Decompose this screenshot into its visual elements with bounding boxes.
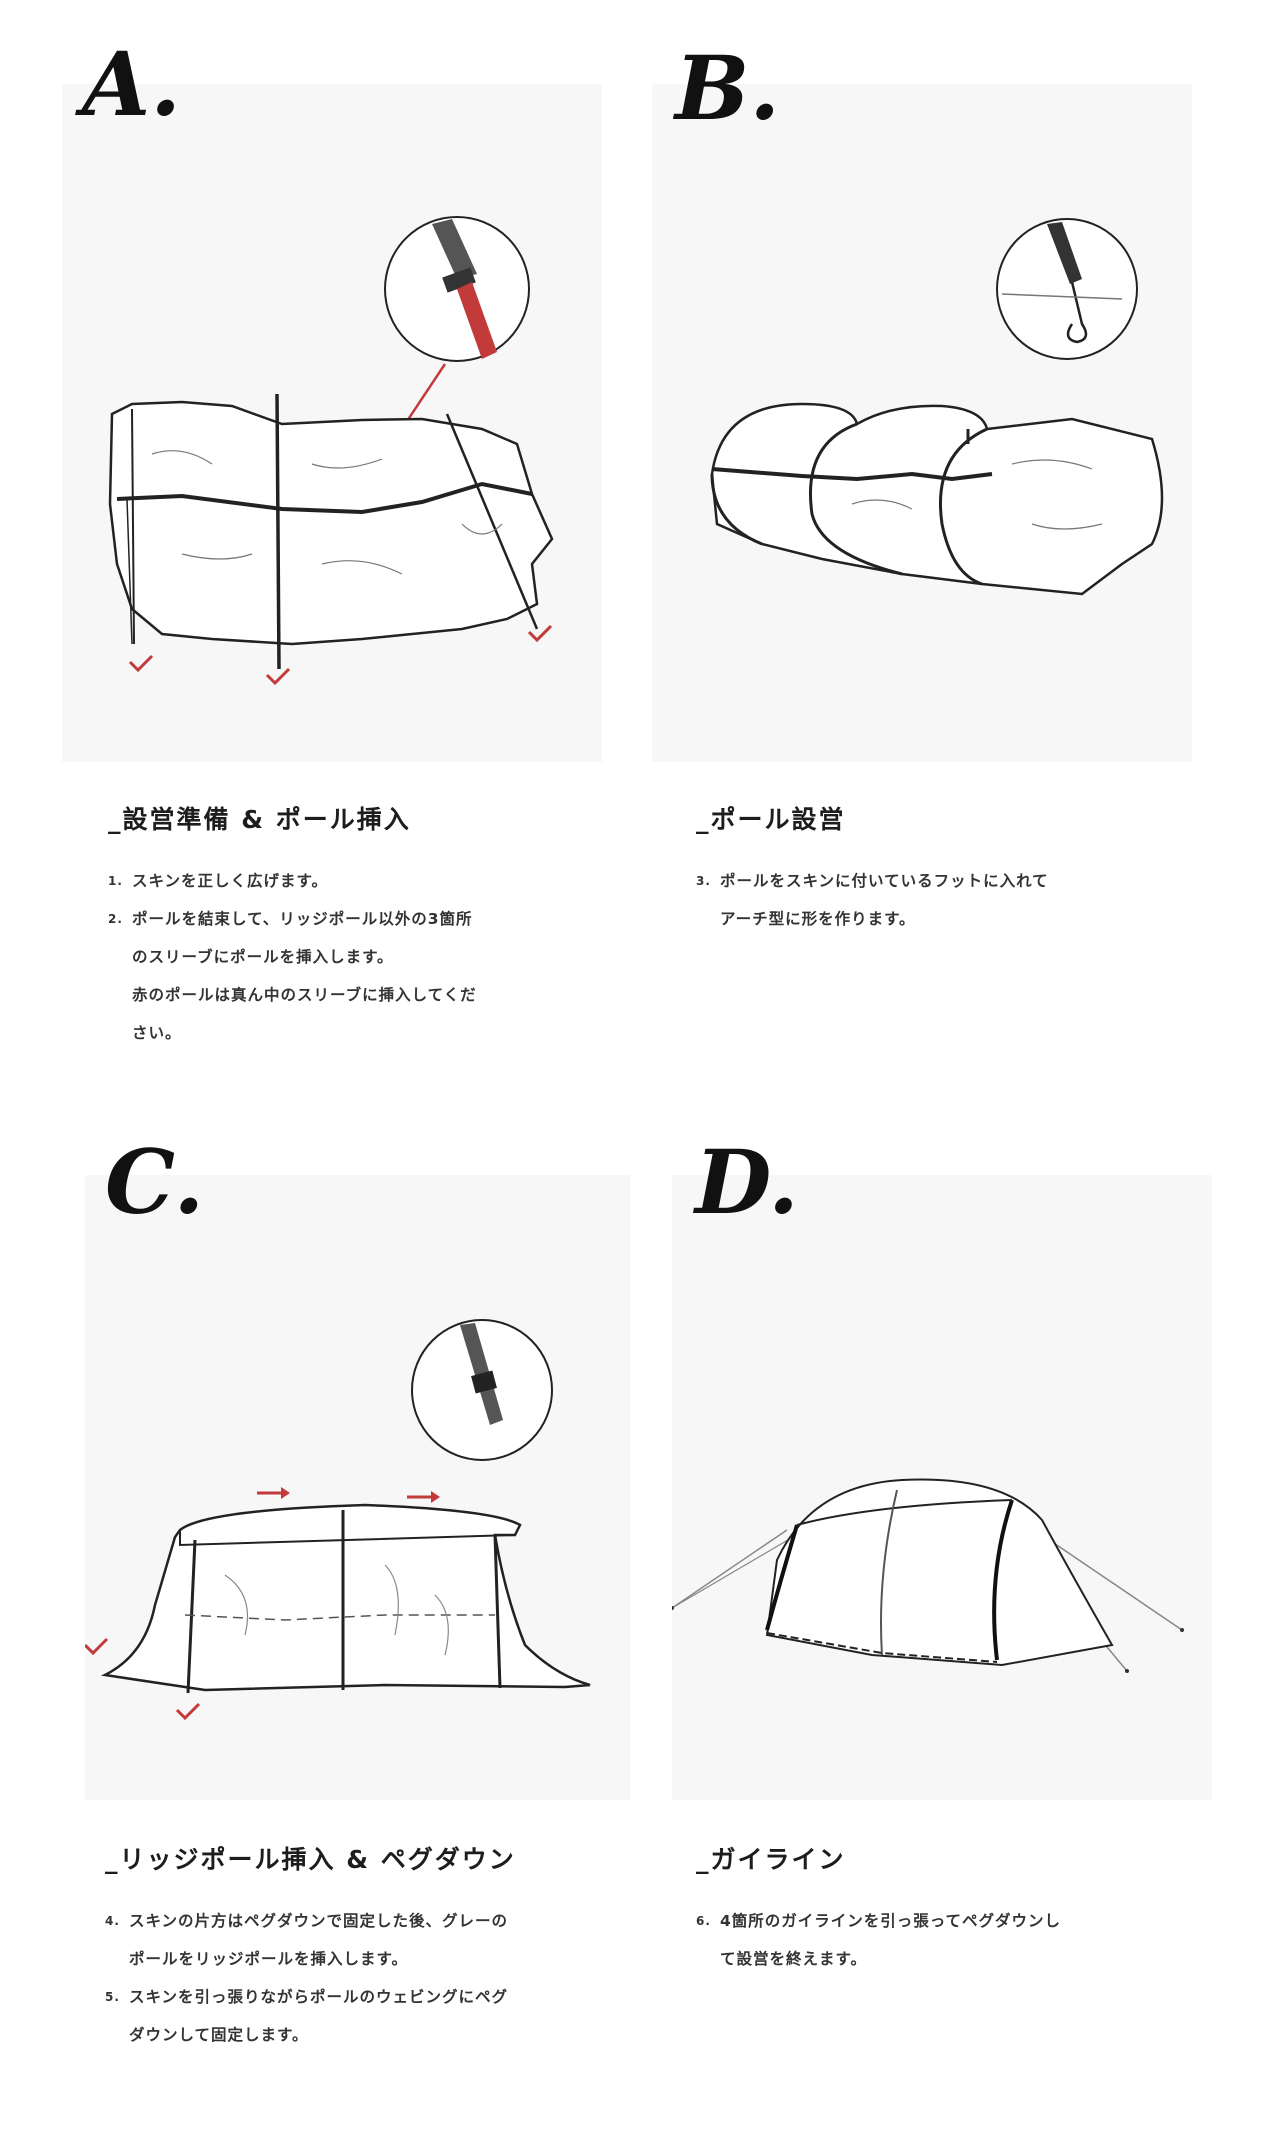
step-letter-d: D. [695,1130,799,1234]
caption-b: _ポール設営 3. ポールをスキンに付いているフットに入れて アーチ型に形を作り… [696,800,1176,938]
step-text: スキンを正しく広げます。 [132,872,328,890]
step-letter-c: C. [105,1130,205,1234]
step-text: スキンの片方はペグダウンで固定した後、グレーの ポールをリッジポールを挿入します… [129,1912,509,1968]
step-number: 4. [105,1914,120,1928]
step-number: 5. [105,1990,120,2004]
caption-a: _設営準備 & ポール挿入 1. スキンを正しく広げます。 2. ポールを結束し… [108,800,588,1052]
caption-c: _リッジポール挿入 & ペグダウン 4. スキンの片方はペグダウンで固定した後、… [105,1840,625,2054]
step-number: 6. [696,1914,711,1928]
step-number: 1. [108,874,123,888]
illustration-b [652,84,1192,762]
illustration-d [672,1175,1212,1800]
step-text: スキンを引っ張りながらポールのウェビングにペグ ダウンして固定します。 [129,1988,509,2044]
illustration-a [62,84,602,762]
step-number: 2. [108,912,123,926]
step-item: 1. スキンを正しく広げます。 [108,862,588,900]
step-text: ポールを結束して、リッジポール以外の3箇所 のスリーブにポールを挿入します。 赤… [132,910,477,1042]
step-text: 4箇所のガイラインを引っ張ってペグダウンし て設営を終えます。 [720,1912,1062,1968]
step-item: 4. スキンの片方はペグダウンで固定した後、グレーの ポールをリッジポールを挿入… [105,1902,625,1978]
step-heading-b: _ポール設営 [696,805,846,834]
step-item: 3. ポールをスキンに付いているフットに入れて アーチ型に形を作ります。 [696,862,1176,938]
step-number: 3. [696,874,711,888]
step-text: ポールをスキンに付いているフットに入れて アーチ型に形を作ります。 [720,872,1049,928]
illustration-c [85,1175,630,1800]
step-item: 5. スキンを引っ張りながらポールのウェビングにペグ ダウンして固定します。 [105,1978,625,2054]
step-heading-d: _ガイライン [696,1845,846,1874]
step-letter-a: A. [82,32,181,136]
caption-d: _ガイライン 6. 4箇所のガイラインを引っ張ってペグダウンし て設営を終えます… [696,1840,1176,1978]
zoom-detail-circle [996,218,1138,360]
step-letter-b: B. [675,36,781,140]
step-heading-a: _設営準備 & ポール挿入 [108,805,411,834]
step-item: 6. 4箇所のガイラインを引っ張ってペグダウンし て設営を終えます。 [696,1902,1176,1978]
step-item: 2. ポールを結束して、リッジポール以外の3箇所 のスリーブにポールを挿入します… [108,900,588,1052]
step-heading-c: _リッジポール挿入 & ペグダウン [105,1845,516,1874]
